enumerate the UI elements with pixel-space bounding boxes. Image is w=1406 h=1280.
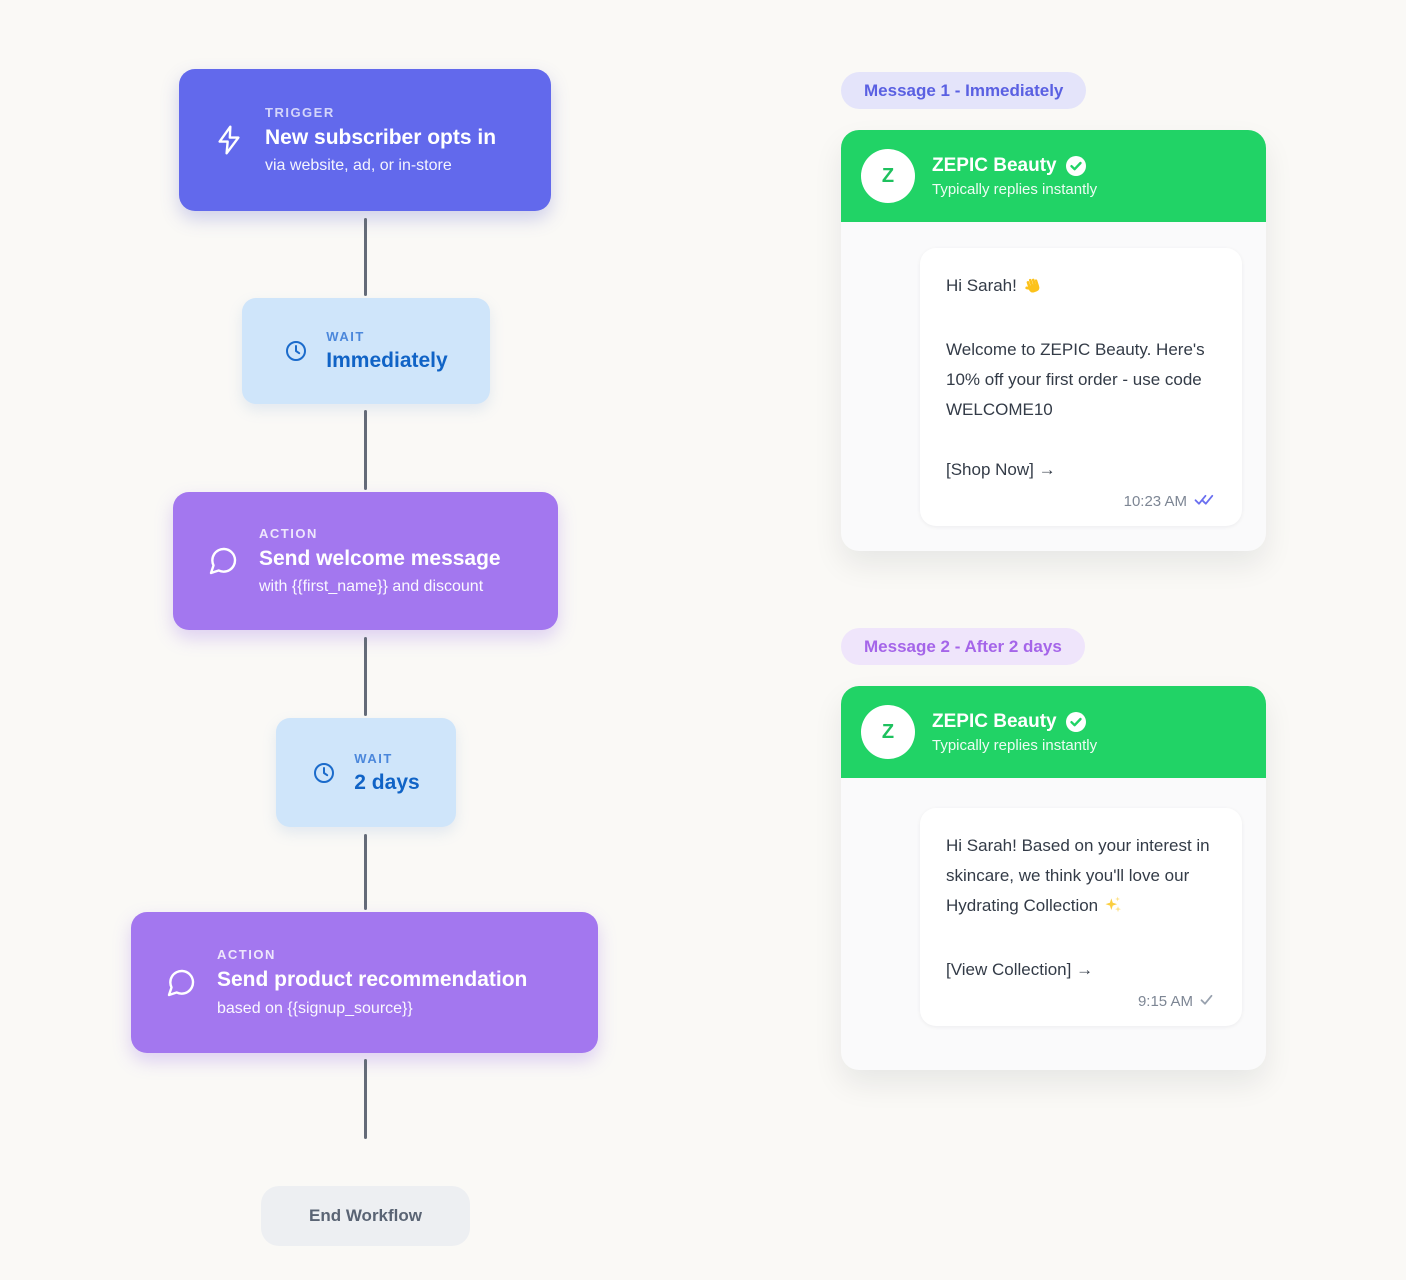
message-cta[interactable]: [Shop Now] → [946, 460, 1056, 479]
message-timestamp: 10:23 AM [1123, 493, 1187, 510]
connector-line [364, 218, 367, 296]
arrow-right-icon: → [1038, 460, 1056, 479]
workflow-node-end[interactable]: End Workflow [261, 1186, 470, 1246]
message-bubble: Hi Sarah! Based on your interest in skin… [920, 808, 1242, 1026]
single-check-sent-icon [1200, 993, 1216, 1010]
verified-check-icon [1065, 711, 1086, 732]
node-type-label: WAIT [354, 750, 393, 766]
whatsapp-preview-card-2: Z ZEPIC Beauty Typically replies instant… [841, 686, 1266, 1070]
workflow-node-wait-2[interactable]: WAIT 2 days [276, 718, 456, 827]
clock-icon [312, 761, 336, 785]
node-title: Immediately [326, 349, 448, 372]
arrow-right-icon: → [1076, 960, 1094, 979]
avatar: Z [861, 705, 915, 759]
clock-icon [284, 339, 308, 363]
node-title: 2 days [354, 770, 420, 794]
node-type-label: WAIT [326, 329, 365, 344]
message-timestamp: 9:15 AM [1137, 993, 1193, 1010]
chat-header: Z ZEPIC Beauty Typically replies instant… [841, 686, 1266, 778]
message-cta[interactable]: [View Collection] → [946, 960, 1094, 979]
workflow-node-action-2[interactable]: ACTION Send product recommendation based… [131, 912, 598, 1053]
whatsapp-preview-card-1: Z ZEPIC Beauty Typically replies instant… [841, 130, 1266, 551]
verified-check-icon [1065, 155, 1086, 176]
message-1-badge: Message 1 - Immediately [841, 72, 1087, 109]
node-type-label: TRIGGER [265, 104, 335, 120]
node-subtitle: with {{first_name}} and discount [259, 578, 484, 596]
node-subtitle: based on {{signup_source}} [217, 999, 413, 1017]
sender-name: ZEPIC Beauty [932, 710, 1057, 732]
avatar: Z [861, 149, 915, 203]
connector-line [364, 410, 367, 490]
node-type-label: ACTION [259, 525, 318, 541]
message-2-badge: Message 2 - After 2 days [841, 628, 1085, 665]
node-type-label: ACTION [217, 947, 276, 963]
message-body: Hi Sarah! Based on your interest in skin… [946, 831, 1216, 925]
end-workflow-label: End Workflow [308, 1206, 422, 1225]
message-greeting: Hi Sarah! [946, 271, 1216, 305]
message-body: Welcome to ZEPIC Beauty. Here's 10% off … [946, 340, 1205, 419]
workflow-node-wait-1[interactable]: WAIT Immediately [242, 298, 490, 404]
chat-header: Z ZEPIC Beauty Typically replies instant… [841, 130, 1266, 222]
connector-line [364, 1059, 367, 1139]
reply-status: Typically replies instantly [932, 180, 1098, 198]
lightning-icon [213, 124, 245, 156]
workflow-node-trigger[interactable]: TRIGGER New subscriber opts in via websi… [179, 69, 551, 211]
double-check-read-icon [1194, 493, 1216, 510]
chat-body: Hi Sarah! Based on your interest in skin… [841, 778, 1266, 1070]
connector-line [364, 637, 367, 716]
sender-name: ZEPIC Beauty [932, 154, 1057, 176]
waving-hand-emoji [1022, 274, 1043, 305]
chat-body: Hi Sarah! [841, 222, 1266, 551]
connector-line [364, 834, 367, 910]
message-bubble: Hi Sarah! [920, 248, 1242, 526]
node-title: New subscriber opts in [265, 125, 497, 149]
workflow-node-action-1[interactable]: ACTION Send welcome message with {{first… [173, 492, 558, 630]
sparkles-emoji [1103, 895, 1123, 925]
node-title: Send welcome message [259, 546, 501, 570]
chat-bubble-icon [165, 967, 197, 999]
reply-status: Typically replies instantly [932, 736, 1098, 754]
chat-bubble-icon [207, 545, 239, 577]
node-subtitle: via website, ad, or in-store [265, 157, 452, 175]
node-title: Send product recommendation [217, 968, 528, 992]
